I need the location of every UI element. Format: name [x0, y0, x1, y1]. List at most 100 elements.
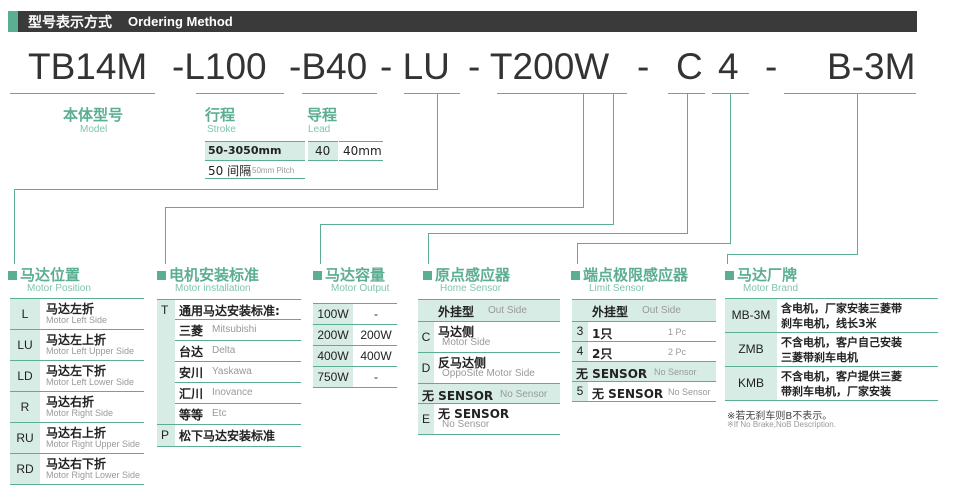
connector: [165, 207, 584, 208]
lead-code: 40: [315, 144, 331, 158]
sensor-option-en: Motor Side: [442, 337, 491, 348]
code-output: - T200W: [468, 46, 610, 87]
install-brand-cn: 安川: [179, 366, 204, 380]
sensor-header-row: 外挂型 Out Side: [572, 299, 716, 321]
table-row: 100W -: [313, 303, 397, 324]
stroke-label-en: Stroke: [207, 124, 236, 135]
sensor-code: 4: [572, 342, 588, 361]
output-power: 400W: [313, 346, 353, 366]
position-code: LU: [10, 330, 40, 360]
sensor-code: E: [418, 404, 434, 434]
connector: [428, 233, 688, 234]
sensor-option-cn: 无 SENSOR: [592, 387, 664, 401]
section-square-icon: [571, 271, 580, 280]
underline-home: [668, 93, 705, 94]
position-name-cn: 马达右下折: [46, 457, 107, 471]
position-name-en: Motor Left Upper Side: [46, 346, 135, 356]
output-available: 400W: [360, 349, 392, 363]
output-available: -: [374, 307, 378, 321]
install-brand-cn: 三菱: [179, 324, 204, 338]
code-model: TB14M: [28, 46, 148, 87]
position-name-cn: 马达左下折: [46, 364, 107, 378]
lead-label-en: Lead: [308, 124, 331, 135]
output-power: 200W: [313, 325, 353, 345]
connector: [428, 233, 429, 264]
position-name-cn: 马达右上折: [46, 426, 107, 440]
position-code: R: [10, 392, 40, 422]
sensor-type-cn: 外挂型: [592, 305, 629, 319]
brand-desc-line2: 刹车电机，线长3米: [781, 317, 877, 330]
position-code: L: [10, 299, 40, 329]
install-brand-en: Yaskawa: [212, 366, 252, 377]
row-divider: [175, 319, 301, 320]
stroke-range: 50-3050mm: [208, 144, 282, 157]
sensor-type-en: Out Side: [642, 305, 681, 316]
sensor-code: 5: [572, 382, 588, 401]
model-label-en: Model: [80, 124, 108, 135]
brand-code: MB-3M: [725, 299, 777, 332]
underline-position: [404, 93, 460, 94]
code-lead: -B40: [289, 46, 368, 87]
install-brand-en: Inovance: [212, 387, 253, 398]
sensor-code: D: [418, 353, 434, 383]
position-name-en: Motor Left Lower Side: [46, 377, 135, 387]
motor-install-title-en: Motor installation: [175, 283, 251, 294]
code-dash-1: -: [637, 46, 650, 87]
sensor-option-cn: 1只: [592, 327, 613, 341]
install-brand-en: Delta: [212, 345, 236, 356]
stroke-label-cn: 行程: [205, 106, 236, 124]
connector: [320, 224, 321, 264]
brand-code: KMB: [725, 367, 777, 400]
sensor-option-cn: 无 SENSOR: [438, 407, 510, 421]
sensor-option-cn: 无 SENSOR: [422, 389, 494, 403]
sensor-code: 3: [572, 322, 588, 341]
table-row: 400W 400W: [313, 345, 397, 366]
row-divider: [157, 446, 301, 447]
section-square-icon: [157, 271, 166, 280]
row-divider: [175, 340, 301, 341]
lead-label-cn: 导程: [307, 106, 338, 124]
motor-output-title-en: Motor Output: [331, 283, 390, 294]
section-square-icon: [423, 271, 432, 280]
code-limit: 4: [718, 46, 739, 87]
row-divider: [175, 403, 301, 404]
limit-sensor-title: 端点极限感应器: [571, 264, 688, 285]
connector: [857, 93, 858, 254]
motor-position-title: 马达位置: [8, 264, 80, 285]
position-name-en: Motor Right Side: [46, 408, 114, 418]
sensor-option-cn: 2只: [592, 347, 613, 361]
install-brand-cn: 汇川: [179, 387, 204, 401]
position-name-cn: 马达左上折: [46, 333, 107, 347]
connector: [320, 224, 614, 225]
connector: [14, 189, 15, 264]
output-power: 750W: [313, 367, 353, 387]
connector: [437, 93, 438, 189]
connector: [613, 93, 614, 224]
install-code-t: T: [161, 303, 169, 317]
section-square-icon: [8, 271, 17, 280]
code-stroke: -L100: [172, 46, 267, 87]
stroke-pitch-cell: 50 间隔 50mm Pitch: [205, 160, 305, 179]
brand-desc-line2: 三菱带刹车电机: [781, 351, 858, 364]
lead-value-cell: 40mm: [339, 141, 383, 161]
install-code-column: [157, 300, 175, 446]
install-panasonic-label: 松下马达安装标准: [179, 429, 276, 443]
sensor-option-cn: 马达侧: [438, 325, 475, 339]
output-power: 100W: [313, 304, 353, 324]
install-brand-cn: 台达: [179, 345, 204, 359]
brand-desc-line1: 含电机，厂家安装三菱带: [781, 302, 902, 315]
